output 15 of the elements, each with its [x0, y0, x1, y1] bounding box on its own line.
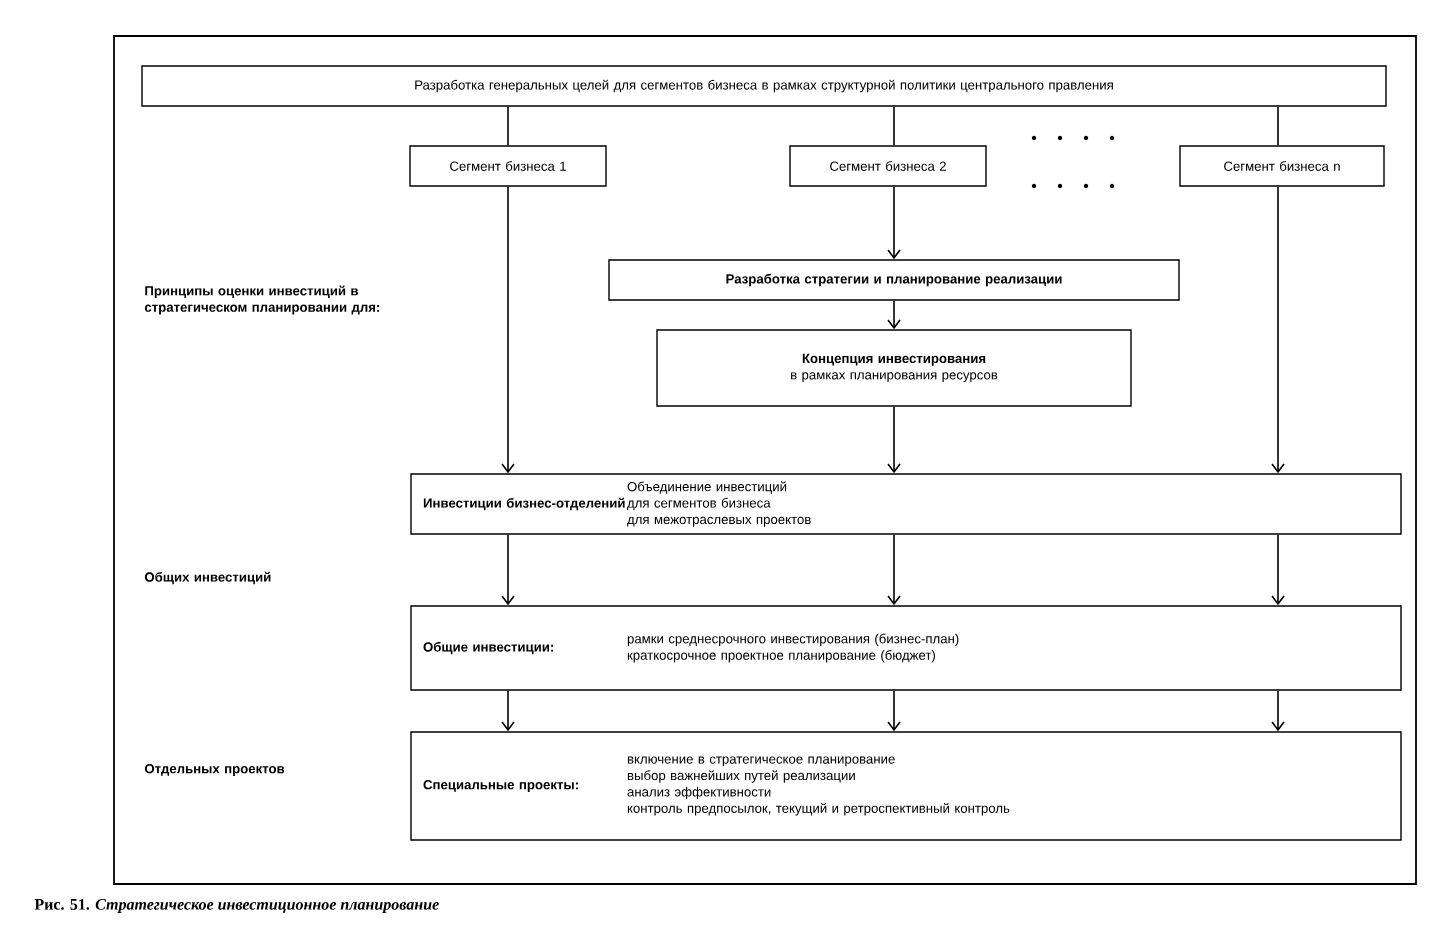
arrow: [501, 533, 515, 606]
arrow: [887, 533, 901, 606]
arrow: [501, 689, 515, 732]
arrow: [887, 405, 901, 474]
arrow: [501, 185, 515, 474]
connector-line: [507, 105, 509, 147]
arrow: [887, 689, 901, 732]
arrow: [1271, 689, 1285, 732]
arrow: [1271, 533, 1285, 606]
arrow: [887, 299, 901, 330]
connector-line: [893, 105, 895, 147]
connector-line: [1277, 105, 1279, 147]
arrow: [887, 185, 901, 260]
arrow: [1271, 185, 1285, 474]
caption: Рис. 51. Стратегическое инвестиционное планирование: [34, 899, 439, 913]
